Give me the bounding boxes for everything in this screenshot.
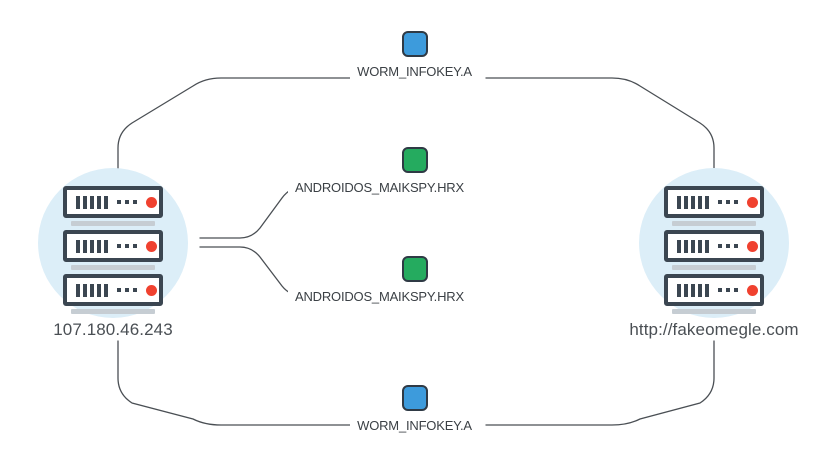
server-led-icon [747,196,758,208]
host-node-source[interactable]: 107.180.46.243 [28,168,198,339]
server-dots [117,288,137,292]
server-dots [117,200,137,204]
server-stack-icon [63,168,163,314]
server-unit [63,274,163,306]
server-dots [718,200,738,204]
threat-node-mid-upper[interactable]: ANDROIDOS_MAIKSPY.HRX [288,147,543,197]
server-led-icon [146,196,157,208]
server-bars [76,239,108,253]
server-foot [672,221,756,226]
server-dots [718,288,738,292]
edge-bottom-right-segment [485,340,715,426]
server-led-icon [146,240,157,252]
server-foot [672,309,756,314]
host-label-destination: http://fakeomegle.com [629,320,799,339]
server-led-icon [747,284,758,296]
host-node-destination[interactable]: http://fakeomegle.com [629,168,799,339]
square-node-icon [401,31,428,57]
server-bars [677,283,709,297]
threat-label-bottom: WORM_INFOKEY.A [350,417,479,434]
server-led-icon [146,284,157,296]
square-node-icon [401,385,428,411]
host-label-source: 107.180.46.243 [53,320,173,339]
server-stack-icon [664,168,764,314]
server-unit [664,274,764,306]
server-foot [71,265,155,270]
server-foot [672,265,756,270]
threat-label-mid-upper: ANDROIDOS_MAIKSPY.HRX [288,179,471,196]
server-bars [677,239,709,253]
server-unit [664,230,764,262]
server-unit [63,230,163,262]
edge-top-left-segment [117,77,351,186]
edge-top-right-segment [485,77,715,186]
server-unit [63,186,163,218]
threat-label-top: WORM_INFOKEY.A [350,63,479,80]
threat-label-mid-lower: ANDROIDOS_MAIKSPY.HRX [288,288,471,305]
server-bars [76,195,108,209]
threat-node-top[interactable]: WORM_INFOKEY.A [287,31,542,81]
threat-node-bottom[interactable]: WORM_INFOKEY.A [287,385,542,435]
server-dots [718,244,738,248]
square-node-icon [402,256,428,282]
server-unit [664,186,764,218]
server-foot [71,309,155,314]
server-led-icon [747,240,758,252]
square-node-icon [402,147,428,173]
server-bars [76,283,108,297]
server-dots [117,244,137,248]
threat-node-mid-lower[interactable]: ANDROIDOS_MAIKSPY.HRX [288,256,543,306]
server-foot [71,221,155,226]
edge-bottom-left-segment [117,340,351,426]
server-bars [677,195,709,209]
